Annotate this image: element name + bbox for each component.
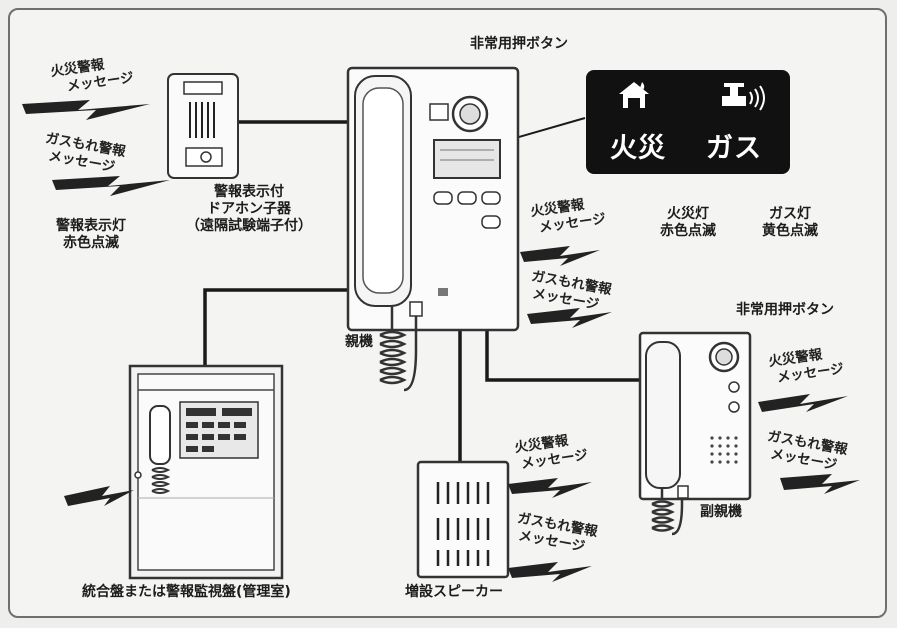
master-unit: [346, 66, 520, 392]
master-unit-label: 親機: [345, 334, 373, 350]
extension-speaker: [416, 460, 510, 579]
control-panel-label: 統合盤または警報監視盤(管理室): [82, 584, 291, 600]
sub-master-unit: [638, 331, 752, 536]
sub-master-unit-label: 副親機: [700, 504, 742, 520]
gas-valve-icon: [722, 83, 765, 111]
panel-fire-text: 火災: [610, 133, 666, 164]
doorphone-unit: [167, 73, 239, 179]
wire-master-submaster: [485, 330, 640, 382]
doorphone-label: 警報表示付 ドアホン子器 （遠隔試験端子付）: [186, 184, 312, 234]
extension-speaker-label: 増設スピーカー: [405, 584, 503, 600]
zigzag-sound-icon: [22, 100, 860, 582]
wire-master-panel: [203, 288, 348, 365]
panel-gas-text: ガス: [706, 133, 762, 164]
gas-lamp-label: ガス灯 黄色点滅: [762, 206, 818, 239]
fire-house-icon: [619, 82, 649, 108]
speaker-grille-icon: [436, 482, 490, 566]
fire-lamp-label: 火災灯 赤色点滅: [660, 206, 716, 239]
emergency-button-label-sub: 非常用押ボタン: [736, 302, 834, 318]
warning-panel: 火災 ガス: [586, 70, 790, 174]
emergency-button-label-top: 非常用押ボタン: [470, 36, 568, 52]
alarm-lamp-label: 警報表示灯 赤色点滅: [56, 218, 126, 251]
control-panel-cabinet: [128, 364, 284, 580]
